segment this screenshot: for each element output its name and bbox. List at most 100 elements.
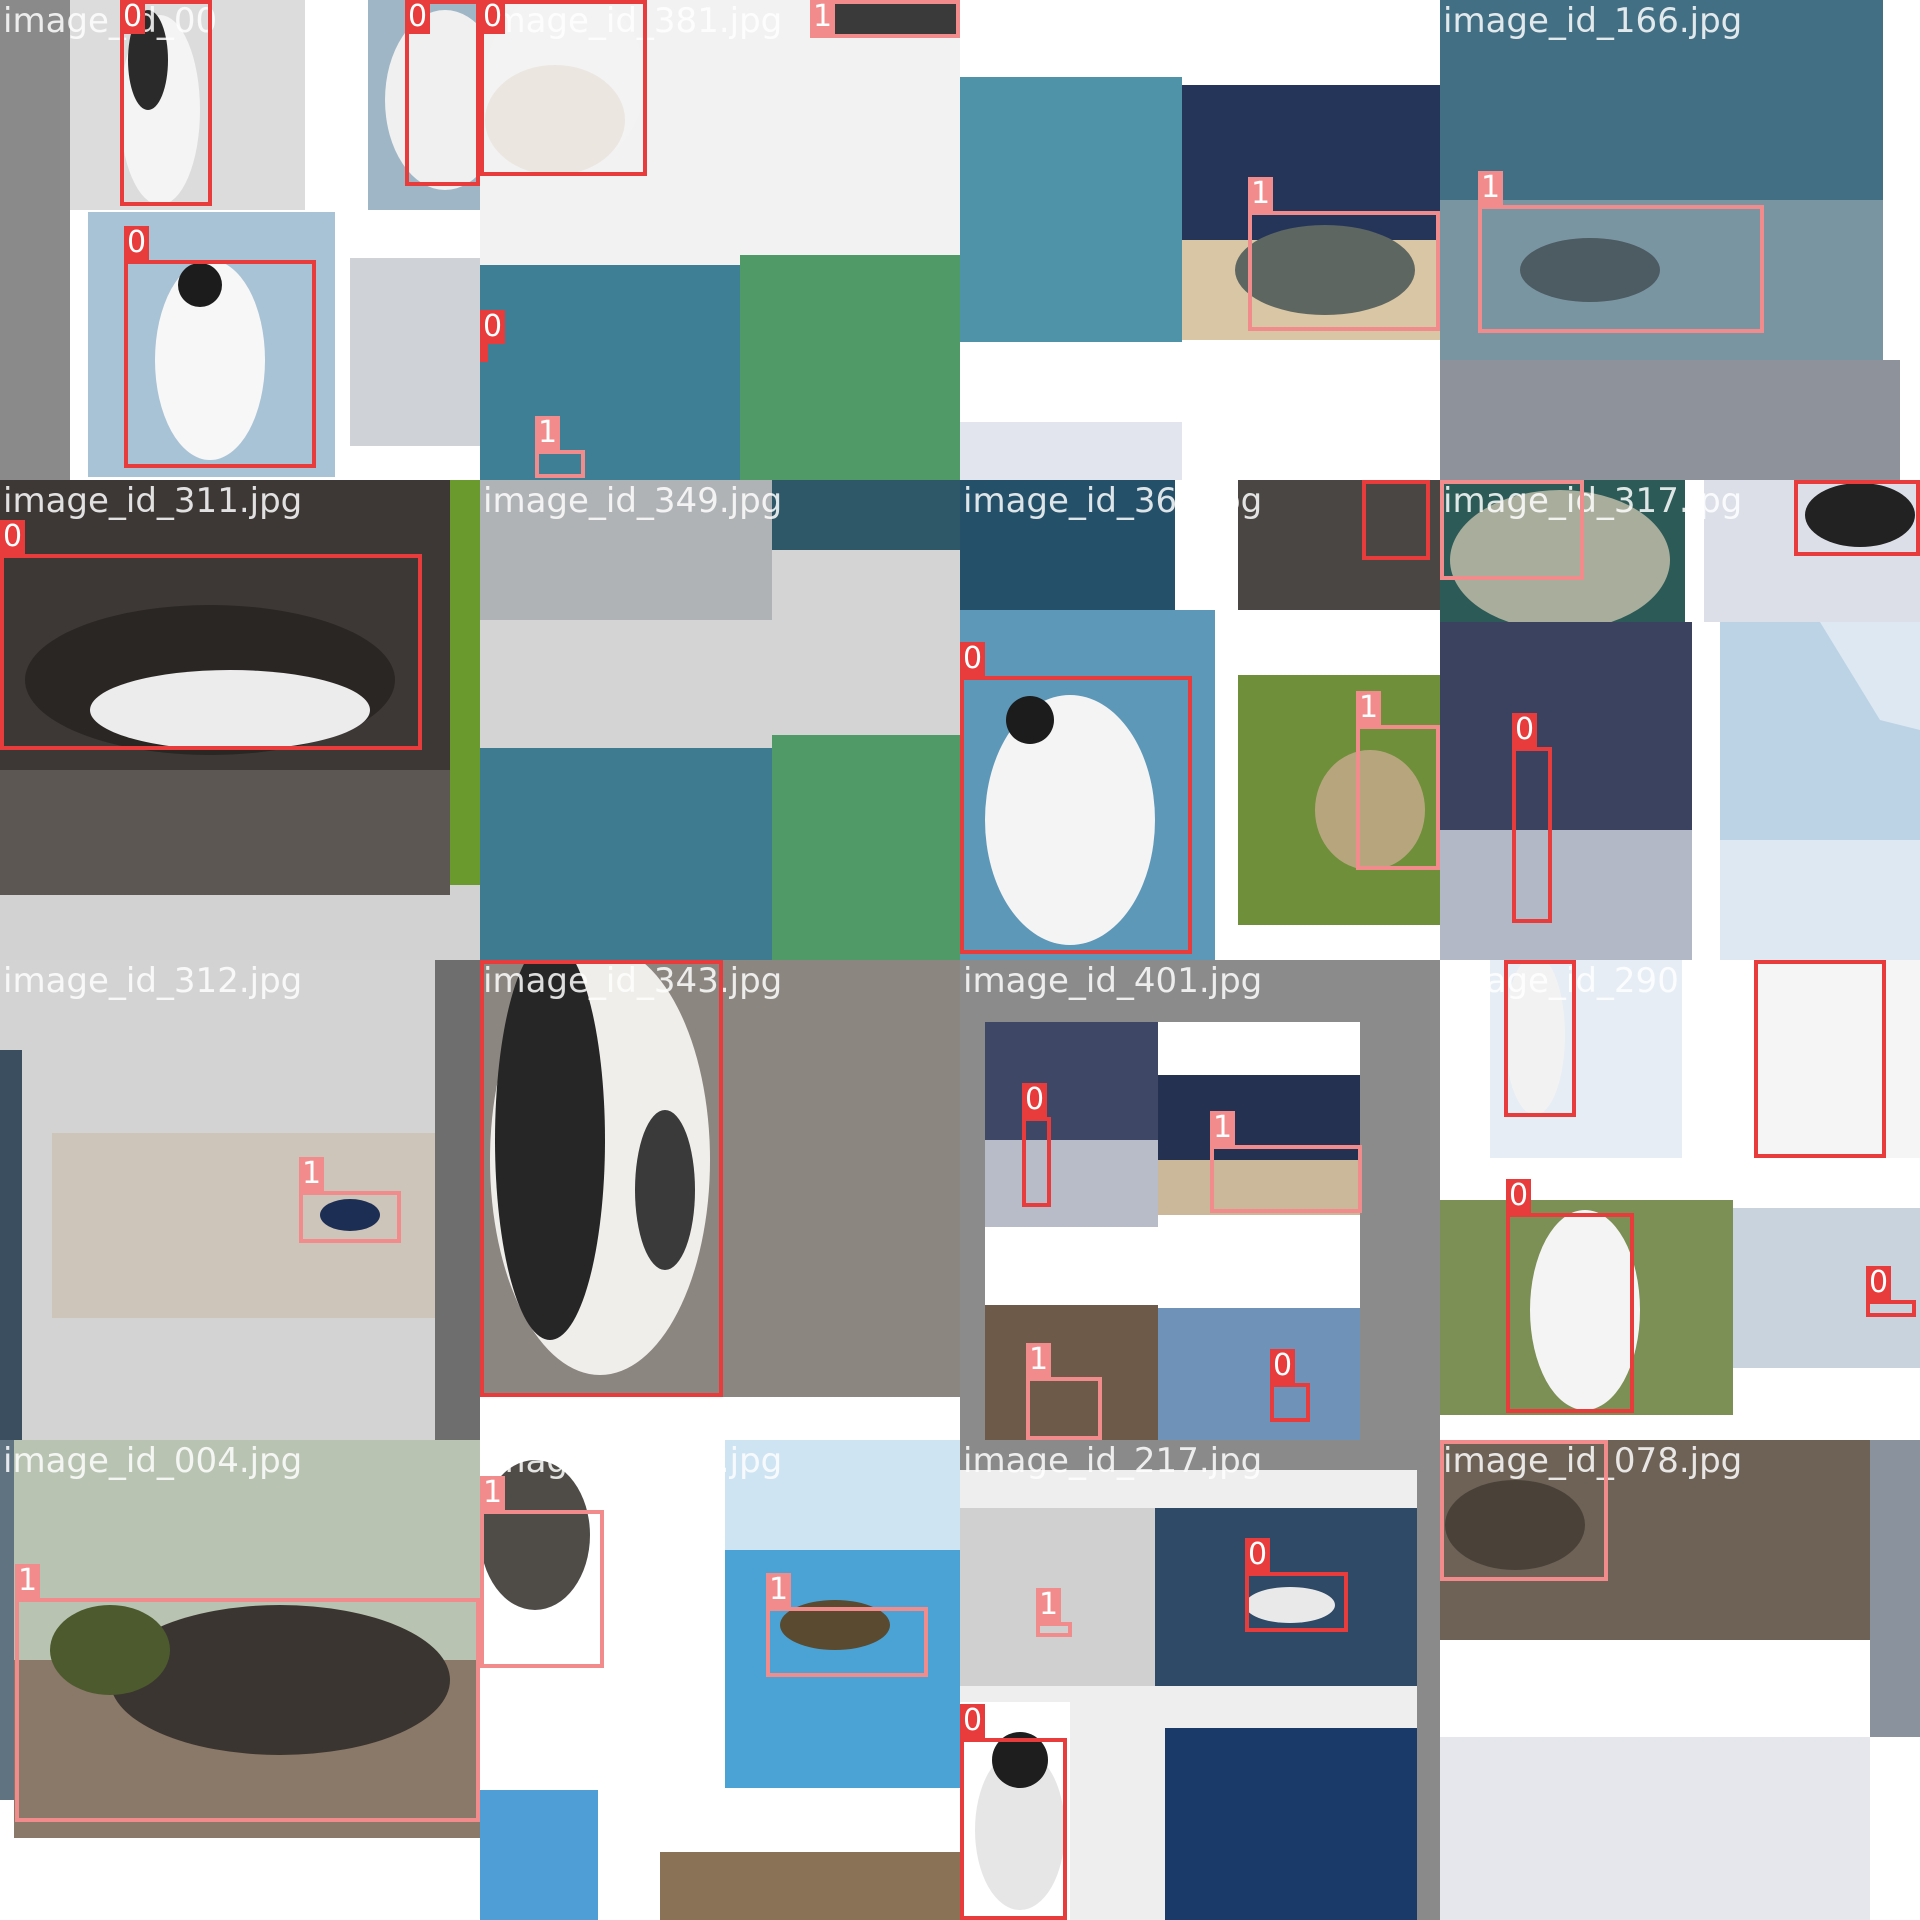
bbox-class-label: 1	[1248, 177, 1274, 211]
mosaic-tile: image_id_166.jpg 1	[1440, 0, 1920, 480]
bbox-penguin	[1245, 1572, 1348, 1632]
bbox-class-label: 0	[120, 0, 146, 34]
bbox-turtle	[15, 1598, 480, 1822]
tile-photo-collage	[0, 960, 480, 1440]
bbox-turtle	[1210, 1145, 1362, 1213]
mosaic-tile: image_id_349.jpg	[480, 480, 960, 960]
bbox-penguin	[120, 0, 212, 206]
mosaic-tile: image_id_004.jpg 1	[0, 1440, 480, 1920]
image-filename: image_id_217.jpg	[963, 1441, 1263, 1481]
tile-photo-collage	[1440, 1440, 1920, 1920]
bbox-penguin	[1506, 1213, 1634, 1413]
tile-photo-collage	[1440, 0, 1920, 480]
bbox-penguin	[1794, 480, 1920, 556]
image-filename: image_id_349.jpg	[483, 481, 783, 521]
bbox-class-label: 0	[124, 226, 150, 260]
tile-photo-collage	[0, 480, 480, 960]
bbox-class-label: 0	[1512, 713, 1538, 747]
bbox-class-label: 1	[1036, 1588, 1062, 1622]
mosaic-tile: image_id_078.jpg 1	[1440, 1440, 1920, 1920]
image-filename: image_id_00	[3, 1, 218, 41]
bbox-class-label: 0	[1506, 1179, 1532, 1213]
bbox-penguin	[1362, 480, 1430, 560]
image-filename: image_id_401.jpg	[963, 961, 1263, 1001]
bbox-class-label: 1	[1478, 171, 1504, 205]
bbox-penguin	[960, 676, 1192, 954]
tile-photo-collage	[480, 480, 960, 960]
mosaic-tile: image_id_368.jpg 0 0 1	[960, 480, 1440, 960]
mosaic-tile: image_id_359.jpg 1	[960, 0, 1440, 480]
bbox-penguin	[1754, 960, 1886, 1158]
bbox-turtle	[1356, 725, 1440, 870]
bbox-class-label: 0	[1022, 1083, 1048, 1117]
bbox-class-label: 0	[1866, 1266, 1892, 1300]
mosaic-tile: image_id_289.jpg 1 1	[480, 1440, 960, 1920]
image-filename: image_id_381.jpg	[483, 1, 783, 41]
image-filename: image_id_289.jpg	[483, 1441, 783, 1481]
mosaic-tile: image_id_290.jpg 0 0 0 0	[1440, 960, 1920, 1440]
bbox-class-label: 0	[405, 0, 431, 34]
bbox-penguin	[1022, 1117, 1051, 1207]
bbox-class-label: 0	[1270, 1349, 1296, 1383]
mosaic-tile: image_id_381.jpg 0 1 0 1	[480, 0, 960, 480]
bbox-class-label: 1	[1210, 1111, 1236, 1145]
tile-photo-collage	[1440, 960, 1920, 1440]
bbox-penguin	[960, 1738, 1067, 1920]
bbox-class-label: 1	[1026, 1343, 1052, 1377]
bbox-penguin	[1866, 1300, 1916, 1317]
tile-photo-collage	[960, 1440, 1440, 1920]
bbox-class-label: 0	[1245, 1538, 1271, 1572]
bbox-turtle	[1440, 1440, 1608, 1581]
bbox-class-label: 1	[15, 1564, 41, 1598]
bbox-class-label: 0	[960, 642, 986, 676]
bbox-penguin	[480, 0, 647, 176]
bbox-turtle	[1036, 1622, 1072, 1637]
bbox-class-label: 0	[480, 310, 506, 344]
bbox-turtle	[766, 1607, 928, 1677]
mosaic-tile: image_id_00 0 0 0	[0, 0, 480, 480]
tile-photo-collage	[480, 1440, 960, 1920]
bbox-turtle	[1478, 205, 1764, 333]
bbox-penguin	[405, 0, 480, 186]
bbox-class-label: 1	[766, 1573, 792, 1607]
image-filename: image_id_368.jpg	[963, 481, 1263, 521]
mosaic-tile: image_id_311.jpg 0	[0, 480, 480, 960]
bbox-penguin	[0, 554, 422, 750]
mosaic-tile: image_id_312.jpg 1	[0, 960, 480, 1440]
tile-photo-collage	[960, 0, 1440, 480]
image-filename: image_id_004.jpg	[3, 1441, 303, 1481]
bbox-class-label: 0	[0, 520, 26, 554]
bbox-turtle	[1440, 480, 1584, 580]
bbox-class-label: 0	[960, 1704, 986, 1738]
bbox-turtle	[299, 1191, 401, 1243]
bbox-penguin	[1512, 747, 1552, 923]
image-filename: image_id_078.jpg	[1443, 1441, 1743, 1481]
bbox-penguin	[124, 260, 316, 468]
bbox-class-label: 1	[535, 416, 561, 450]
mosaic-tile: image_id_401.jpg 0 1 1 0	[960, 960, 1440, 1440]
image-filename: image_id_359.jpg	[963, 1, 1263, 41]
bbox-turtle	[1248, 211, 1440, 331]
mosaic-tile: image_id_217.jpg 0 1 0	[960, 1440, 1440, 1920]
tile-photo-collage	[0, 0, 480, 480]
tile-photo-collage	[1440, 480, 1920, 960]
bbox-turtle	[1026, 1377, 1102, 1440]
image-filename: image_id_317.jpg	[1443, 481, 1743, 521]
image-filename: image_id_166.jpg	[1443, 1, 1743, 41]
image-filename: image_id_290.jpg	[1443, 961, 1743, 1001]
bbox-penguin	[1270, 1383, 1310, 1422]
tile-photo-collage	[0, 1440, 480, 1920]
bbox-turtle	[480, 1510, 604, 1668]
image-filename: image_id_311.jpg	[3, 481, 303, 521]
bbox-class-label: 1	[299, 1157, 325, 1191]
mosaic-tile: image_id_343.jpg 0	[480, 960, 960, 1440]
image-filename: image_id_343.jpg	[483, 961, 783, 1001]
bbox-class-label: 1	[1356, 691, 1382, 725]
image-filename: image_id_312.jpg	[3, 961, 303, 1001]
bbox-penguin	[480, 960, 723, 1397]
bbox-class-label: 1	[480, 1476, 506, 1510]
bbox-penguin	[1504, 960, 1576, 1117]
mosaic-tile: image_id_317.jpg 1 0 0	[1440, 480, 1920, 960]
tile-photo-collage	[480, 0, 960, 480]
